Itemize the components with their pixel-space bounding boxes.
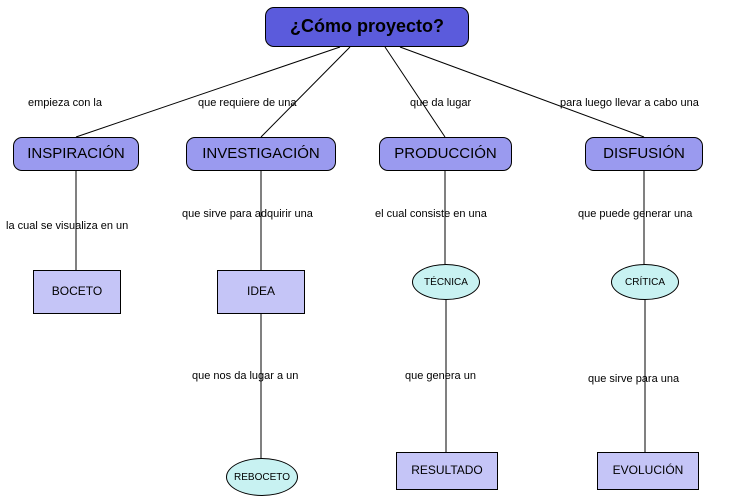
node-produccion[interactable]: PRODUCCIÓN bbox=[379, 137, 512, 171]
node-label: IDEA bbox=[246, 284, 275, 299]
node-investigacion[interactable]: INVESTIGACIÓN bbox=[186, 137, 336, 171]
node-evolucion[interactable]: EVOLUCIÓN bbox=[597, 452, 699, 490]
node-label: RESULTADO bbox=[411, 463, 483, 478]
edge-label: la cual se visualiza en un bbox=[6, 220, 129, 232]
edge-label: que nos da lugar a un bbox=[192, 370, 299, 382]
node-resultado[interactable]: RESULTADO bbox=[396, 452, 498, 490]
node-boceto[interactable]: BOCETO bbox=[33, 270, 121, 314]
node-label: TÉCNICA bbox=[424, 276, 468, 288]
edge-label: empieza con la bbox=[28, 97, 102, 109]
node-label: PRODUCCIÓN bbox=[394, 144, 497, 162]
edge-label: que genera un bbox=[405, 370, 476, 382]
node-label: ¿Cómo proyecto? bbox=[289, 16, 444, 37]
node-label: CRÍTICA bbox=[625, 276, 665, 288]
node-label: DISFUSIÓN bbox=[603, 144, 685, 162]
edge-label: que da lugar bbox=[410, 97, 472, 109]
edge-line-root-to-investigacion bbox=[260, 46, 351, 138]
node-critica[interactable]: CRÍTICA bbox=[611, 264, 679, 300]
node-label: INSPIRACIÓN bbox=[27, 144, 125, 162]
node-inspiracion[interactable]: INSPIRACIÓN bbox=[13, 137, 139, 171]
node-idea[interactable]: IDEA bbox=[217, 270, 305, 314]
edge-line-root-to-inspiracion bbox=[75, 46, 341, 138]
edge-label: que puede generar una bbox=[578, 208, 693, 220]
edge-label: el cual consiste en una bbox=[375, 208, 487, 220]
node-tecnica[interactable]: TÉCNICA bbox=[412, 264, 480, 300]
node-label: BOCETO bbox=[51, 284, 103, 299]
edge-label: que requiere de una bbox=[198, 97, 297, 109]
edge-line-root-to-produccion bbox=[384, 46, 446, 138]
edge-label: que sirve para adquirir una bbox=[182, 208, 313, 220]
edge-label: para luego llevar a cabo una bbox=[560, 97, 699, 109]
node-label: REBOCETO bbox=[234, 471, 290, 483]
node-label: EVOLUCIÓN bbox=[612, 463, 684, 478]
node-disfusion[interactable]: DISFUSIÓN bbox=[585, 137, 703, 171]
node-label: INVESTIGACIÓN bbox=[202, 144, 320, 162]
edge-label: que sirve para una bbox=[588, 373, 680, 385]
node-reboceto[interactable]: REBOCETO bbox=[226, 458, 298, 496]
node-root[interactable]: ¿Cómo proyecto? bbox=[265, 7, 469, 47]
edge-line-root-to-disfusion bbox=[399, 46, 645, 138]
